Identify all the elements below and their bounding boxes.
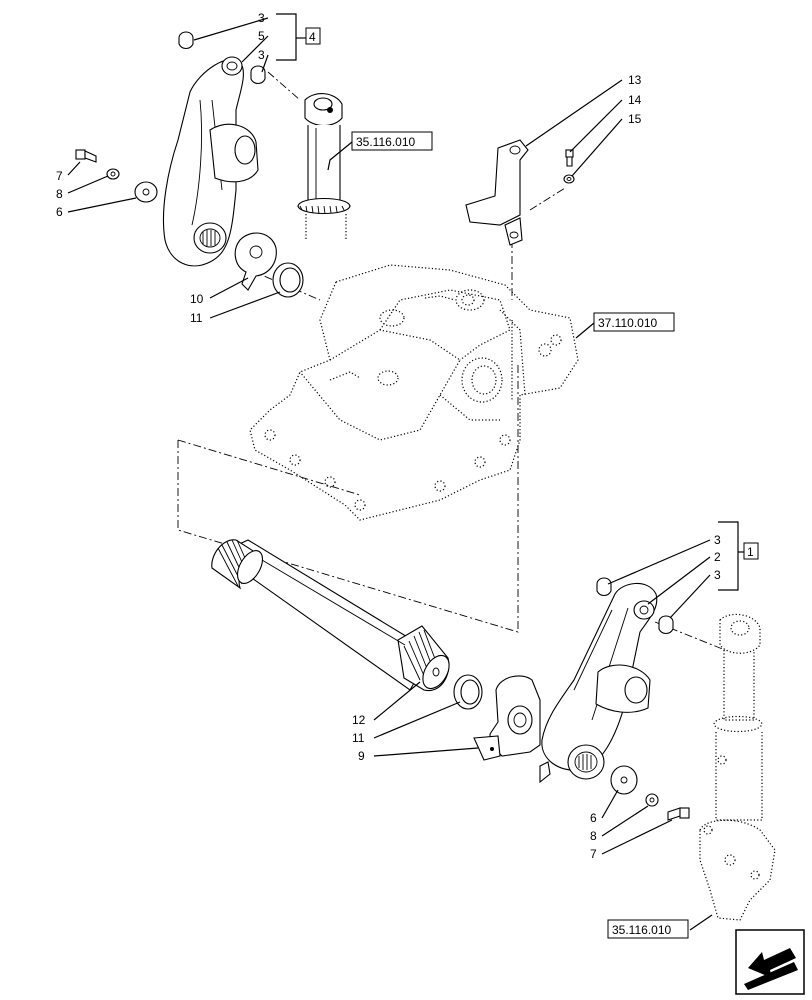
callout-labels-bottom-mid: 12 11 9 xyxy=(352,713,366,763)
callout-5: 5 xyxy=(258,29,265,43)
ref-label: 35.116.010 xyxy=(612,923,671,937)
seal-ring-left xyxy=(272,262,304,298)
washer-small-right xyxy=(645,793,659,807)
callout-3: 3 xyxy=(258,11,265,25)
bushing-right-a xyxy=(596,577,612,597)
callout-6: 6 xyxy=(56,205,63,219)
bolt-left xyxy=(75,149,97,163)
ref-link-top-cylinder[interactable]: 35.116.010 xyxy=(351,131,433,151)
callout-3: 3 xyxy=(258,48,265,62)
washer-large-left xyxy=(134,181,158,203)
callout-9: 9 xyxy=(358,749,365,763)
lock-plate-9 xyxy=(473,675,541,761)
bushing-top-a xyxy=(178,31,194,50)
leader-lines xyxy=(67,13,744,931)
callout-8: 8 xyxy=(590,829,597,843)
callout-6: 6 xyxy=(590,811,597,825)
callout-7: 7 xyxy=(56,169,63,183)
callout-2: 2 xyxy=(714,550,721,564)
callout-11: 11 xyxy=(352,731,365,745)
callout-13: 13 xyxy=(628,73,642,87)
lift-housing xyxy=(249,264,579,521)
lift-arm-right xyxy=(539,582,658,784)
bolt-14 xyxy=(565,149,574,167)
callout-8: 8 xyxy=(56,187,63,201)
ref-label: 35.116.010 xyxy=(356,135,415,149)
callout-7: 7 xyxy=(590,847,597,861)
seal-ring-lower xyxy=(453,674,483,710)
callout-labels-top-left: 3 5 3 4 xyxy=(258,11,321,62)
group-label-1: 1 xyxy=(747,545,754,559)
callout-3: 3 xyxy=(714,533,721,547)
bushing-top-b xyxy=(250,65,266,85)
callout-11: 11 xyxy=(190,311,203,325)
callout-14: 14 xyxy=(628,93,642,107)
callout-3: 3 xyxy=(714,568,721,582)
bushing-right-b xyxy=(658,615,674,635)
bracket-13 xyxy=(465,139,529,246)
group-label-4: 4 xyxy=(309,30,316,44)
washer-large-right xyxy=(610,765,638,795)
callout-labels-bottom-right: 6 8 7 xyxy=(590,811,597,861)
callout-15: 15 xyxy=(628,112,642,126)
callout-labels-left: 7 8 6 10 11 xyxy=(56,169,204,325)
lift-arm-left xyxy=(162,56,259,267)
washer-15 xyxy=(563,174,575,184)
cylinder-bottom xyxy=(699,613,776,921)
ref-link-housing[interactable]: 37.110.010 xyxy=(593,312,675,332)
ref-link-bottom-cylinder[interactable]: 35.116.010 xyxy=(607,919,689,939)
ref-label: 37.110.010 xyxy=(598,316,657,330)
callout-12: 12 xyxy=(352,713,366,727)
washer-small-left xyxy=(106,168,120,180)
callout-labels-right: 3 2 3 1 xyxy=(714,533,759,582)
bolt-right xyxy=(667,807,690,821)
callout-labels-top-right: 13 14 15 xyxy=(628,73,642,126)
callout-10: 10 xyxy=(190,292,204,306)
arrow-left-down-icon[interactable] xyxy=(735,929,805,995)
lock-plate-left xyxy=(234,232,277,291)
splined-shaft xyxy=(211,539,450,692)
cylinder-top xyxy=(297,93,351,240)
